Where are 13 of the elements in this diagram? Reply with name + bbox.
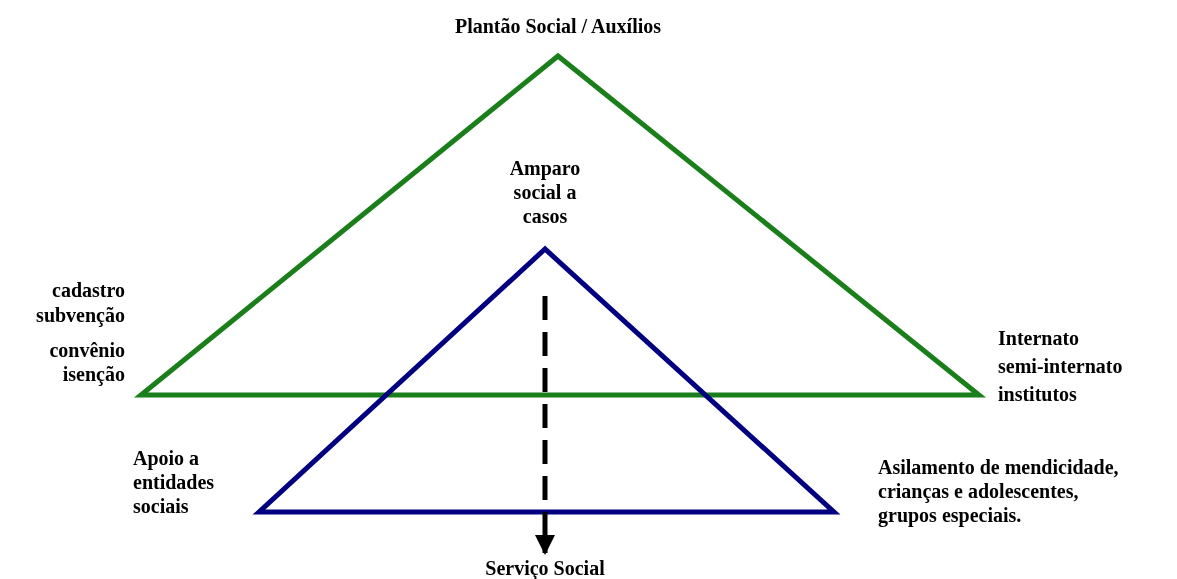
text-label: cadastro: [51, 278, 125, 302]
node-label: Amparo social a casos: [495, 156, 595, 228]
text-label: institutos: [998, 382, 1078, 406]
text-label: semi-internato: [998, 354, 1124, 378]
text-label: subvenção: [35, 303, 125, 327]
text-label: Internato: [998, 326, 1081, 350]
text-label: Apoio a entidades sociais: [133, 446, 216, 518]
dashed-arrow: [535, 296, 555, 555]
text-label: isenção: [61, 362, 125, 386]
text-label: Asilamento de mendicidade, crianças e adolescentes, grupos especiais.: [878, 455, 1120, 527]
text-label: convênio: [48, 338, 125, 362]
text-label: Plantão Social / Auxílios: [453, 14, 663, 38]
node-label: Serviço Social: [437, 556, 653, 579]
